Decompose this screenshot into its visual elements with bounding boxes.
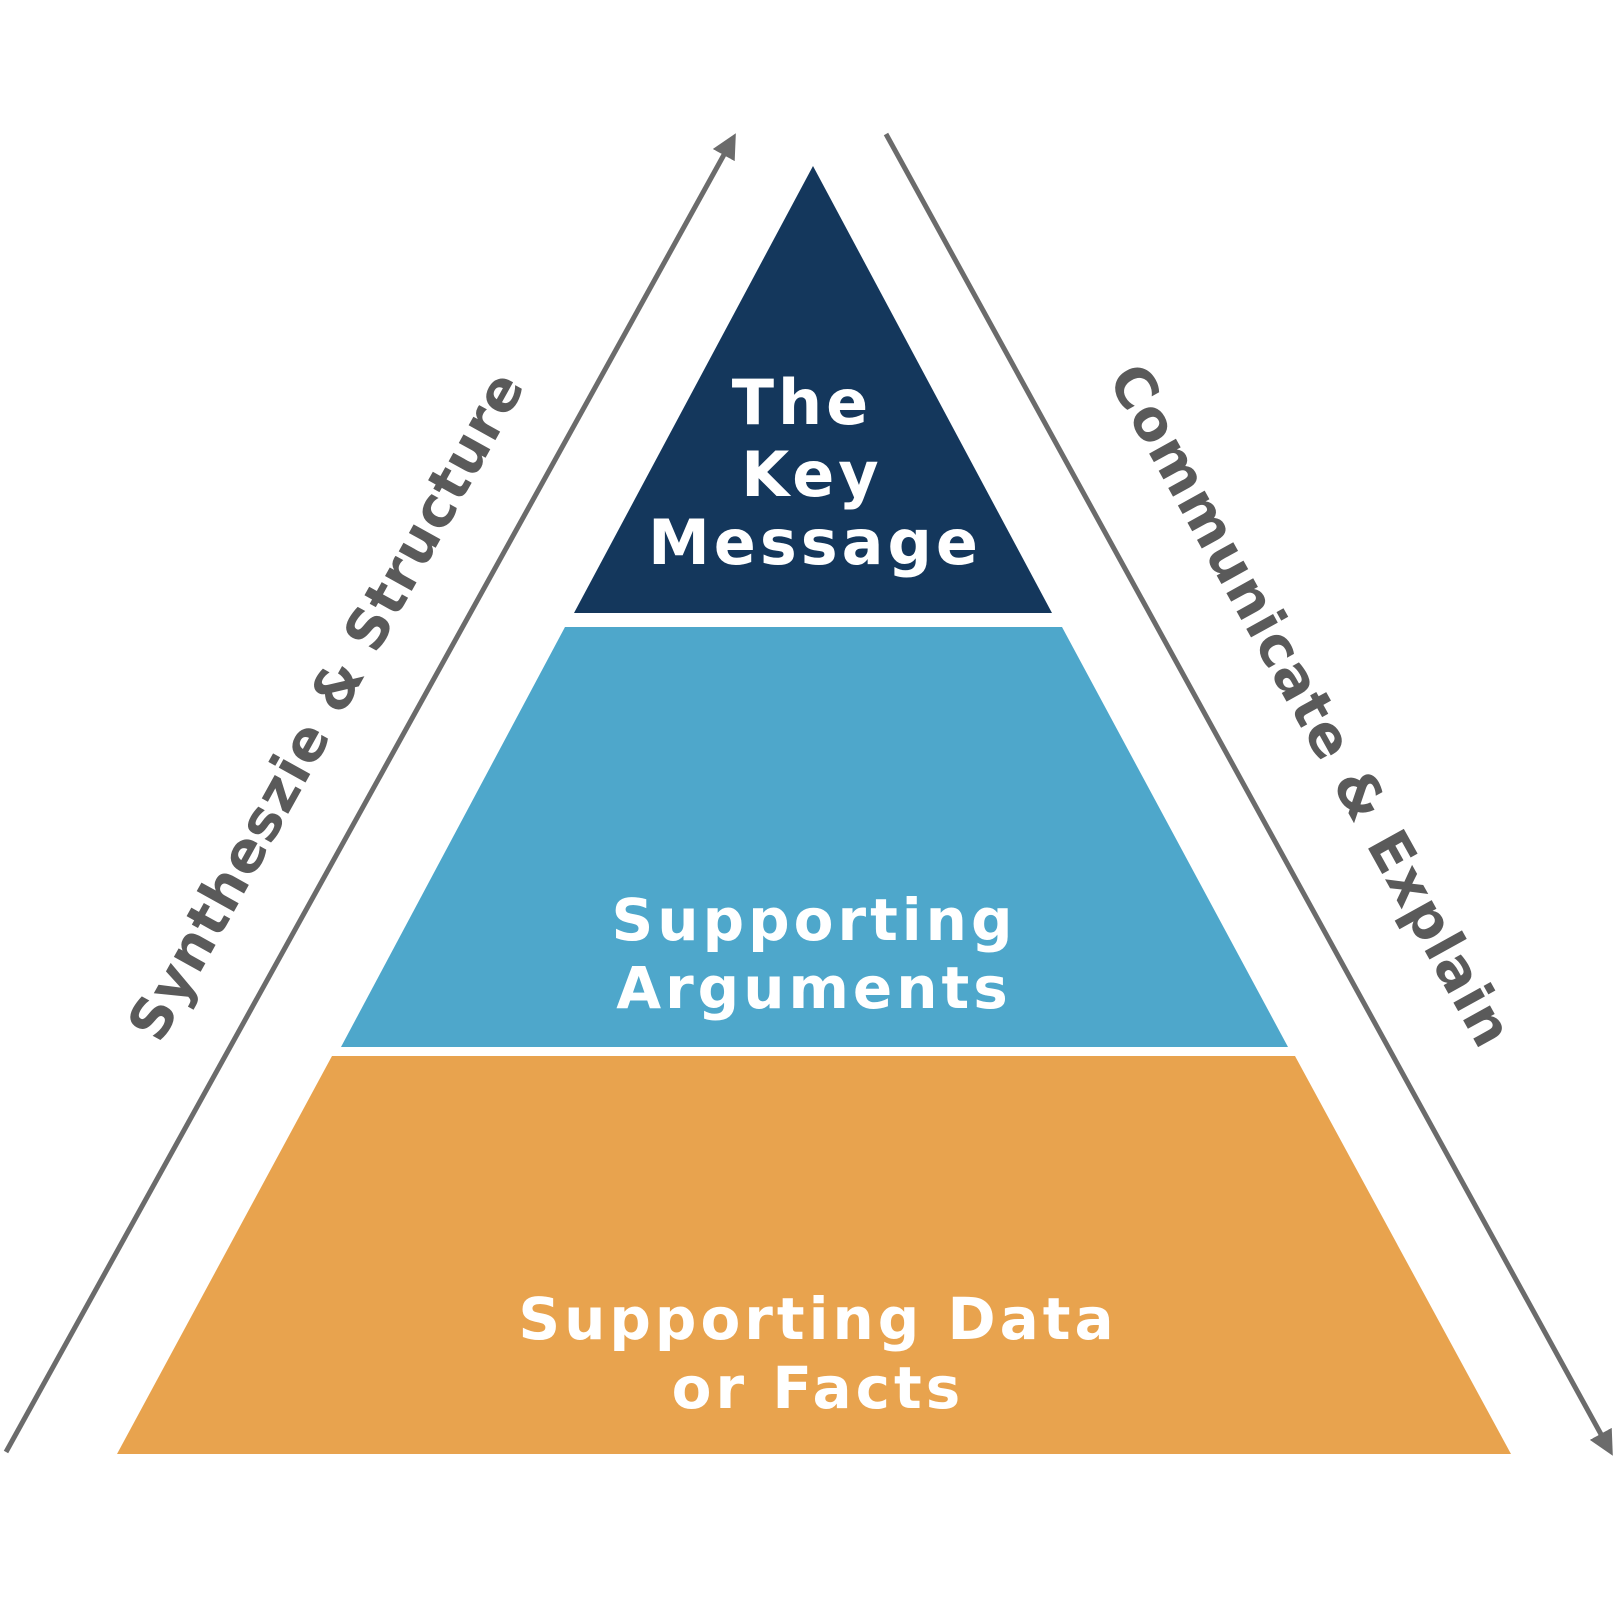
middle-tier-label: Supporting Arguments [612,886,1017,1022]
bottom-tier-line-1: Supporting Data [518,1285,1117,1353]
top-tier-line-3: Message [648,506,982,579]
pyramid-tier-bottom [117,1056,1511,1454]
left-up-arrow [3,133,736,1454]
bottom-tier-label: Supporting Data or Facts [518,1285,1117,1422]
pyramid-tier-middle [341,627,1288,1047]
top-tier-label: The Key Message [648,366,982,579]
bottom-tier-line-2: or Facts [672,1354,965,1422]
middle-tier-line-2: Arguments [616,954,1012,1022]
pyramid-tier-top [574,166,1052,613]
top-tier-line-2: Key [741,438,882,511]
middle-tier-line-1: Supporting [612,886,1017,954]
right-down-arrow [883,132,1613,1456]
top-tier-line-1: The [732,366,872,439]
